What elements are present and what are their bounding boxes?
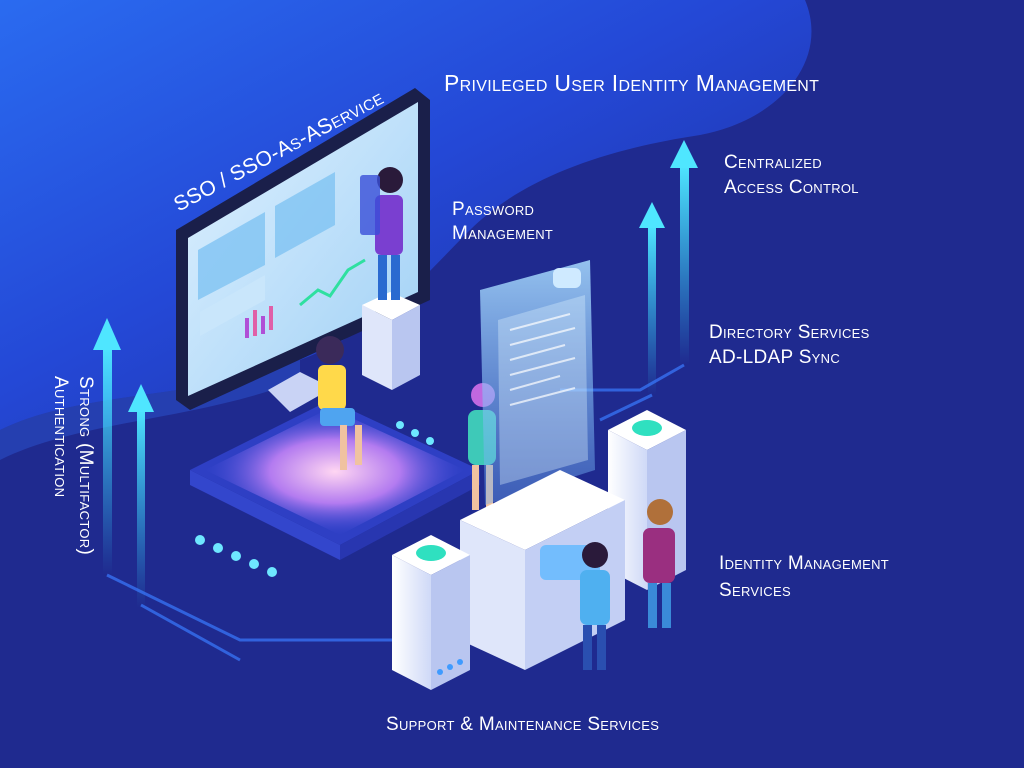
- label-strong-line2: Authentication: [50, 376, 71, 498]
- label-directory-line1: Directory Services: [709, 322, 870, 343]
- monitor-line-chart: [299, 258, 366, 307]
- arrow-shaft-1: [103, 345, 112, 575]
- arrow-shaft-2: [137, 408, 145, 608]
- pillar: [362, 292, 420, 390]
- arrow-head-2: [128, 384, 154, 412]
- person-man-blue: [580, 542, 610, 670]
- label-identity-management-services: Identity Management Services: [719, 550, 889, 604]
- label-directory-line2: AD-LDAP Sync: [709, 347, 841, 368]
- label-password-management: Password Management: [452, 198, 553, 246]
- person-woman-sitting: [316, 336, 362, 470]
- decor-dots: [195, 421, 434, 577]
- label-centralized-line2: Access Control: [724, 177, 859, 198]
- monitor: [176, 88, 430, 412]
- label-directory-services: Directory Services AD-LDAP Sync: [709, 320, 870, 370]
- monitor-bar-chart: [245, 306, 273, 338]
- label-centralized-access-control: Centralized Access Control: [724, 150, 859, 200]
- label-centralized-line1: Centralized: [724, 152, 822, 173]
- label-privileged-user-identity-management: Privileged User Identity Management: [444, 70, 820, 96]
- label-identity-line1: Identity Management: [719, 553, 890, 574]
- label-strong-authentication: Strong (Multifactor) Authentication: [48, 376, 98, 555]
- person-man-purple: [643, 499, 675, 628]
- person-man-top: [360, 167, 403, 300]
- arrow-shaft-3: [680, 165, 689, 365]
- label-identity-line2: Services: [719, 580, 791, 601]
- arrow-group: [93, 140, 698, 608]
- label-password-line2: Management: [452, 223, 554, 244]
- arrow-head-3: [670, 140, 698, 168]
- glow-platform: [190, 400, 480, 560]
- arrow-head-4: [639, 202, 665, 228]
- label-support-maintenance: Support & Maintenance Services: [386, 714, 660, 735]
- label-strong-line1: Strong (Multifactor): [75, 376, 96, 556]
- document-panel: [480, 260, 595, 505]
- arrow-shaft-4: [648, 225, 656, 395]
- arrow-head-1: [93, 318, 121, 350]
- label-password-line1: Password: [452, 199, 535, 220]
- server-left: [392, 535, 470, 690]
